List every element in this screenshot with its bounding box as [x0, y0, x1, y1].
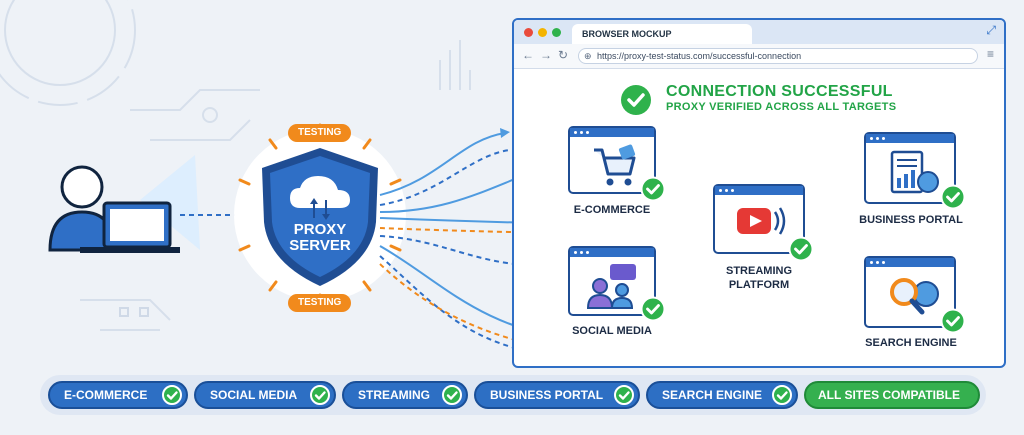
minimize-window-dot[interactable]: [538, 28, 547, 37]
business-portal-site-card: [864, 132, 956, 204]
search-engine-label: SEARCH ENGINE: [865, 337, 957, 349]
social-media-site-card: [568, 246, 656, 316]
proxy-server-shield-icon: [262, 148, 378, 286]
pill-all-sites-compatible: ALL SITES COMPATIBLE: [804, 381, 980, 409]
back-arrow-icon[interactable]: ←: [522, 48, 534, 62]
streaming-label: STREAMING PLATFORM: [699, 264, 819, 292]
proxy-label-line2: SERVER: [289, 237, 351, 254]
pill-social-media: SOCIAL MEDIA: [194, 381, 336, 409]
search-engine-site-card: [864, 256, 956, 328]
ecommerce-label: E-COMMERCE: [573, 204, 651, 216]
pill-social-media-check-icon: [310, 385, 330, 405]
pill-search-engine-label: SEARCH ENGINE: [662, 388, 763, 402]
success-check-icon: [621, 85, 651, 115]
cloud-icon: [290, 176, 350, 208]
ecommerce-check-icon: [640, 176, 666, 202]
hamburger-menu-icon[interactable]: ≡: [986, 47, 994, 61]
pill-search-engine-check-icon: [772, 385, 792, 405]
streaming-label-line2: PLATFORM: [728, 279, 790, 291]
expand-icon[interactable]: ⤢: [986, 23, 996, 37]
pill-ecommerce-label: E-COMMERCE: [64, 388, 148, 402]
globe-icon: ⊕: [584, 51, 592, 61]
streaming-check-icon: [788, 236, 814, 262]
business-report-icon: [890, 150, 939, 194]
testing-badge-top: TESTING: [288, 124, 352, 142]
browser-tab[interactable]: BROWSER MOCKUP: [572, 24, 752, 44]
pill-streaming-check-icon: [442, 385, 462, 405]
pill-search-engine: SEARCH ENGINE: [646, 381, 798, 409]
connection-status-title: CONNECTION SUCCESSFUL: [666, 83, 893, 100]
pill-streaming-label: STREAMING: [358, 388, 430, 402]
pill-ecommerce: E-COMMERCE: [48, 381, 188, 409]
browser-titlebar: BROWSER MOCKUP ⤢: [514, 20, 1004, 45]
decorative-squares: [119, 307, 149, 317]
pill-streaming: STREAMING: [342, 381, 468, 409]
business-portal-check-icon: [940, 184, 966, 210]
testing-badge-bottom: TESTING: [288, 294, 352, 312]
pill-business-portal-label: BUSINESS PORTAL: [490, 388, 604, 402]
shopping-cart-icon: [594, 144, 636, 186]
pill-business-portal-check-icon: [614, 385, 634, 405]
maximize-window-dot[interactable]: [552, 28, 561, 37]
streaming-label-line1: STREAMING: [726, 265, 792, 277]
social-media-label: SOCIAL MEDIA: [572, 325, 652, 337]
proxy-server-label: PROXY SERVER: [270, 222, 370, 254]
video-play-icon: [737, 207, 786, 235]
streaming-site-card: [713, 184, 805, 254]
pill-all-sites-label: ALL SITES COMPATIBLE: [818, 388, 961, 402]
social-chat-users-icon: [586, 264, 636, 309]
forward-arrow-icon[interactable]: →: [540, 48, 552, 62]
decorative-circuit-pattern: [0, 0, 471, 331]
social-media-check-icon: [640, 296, 666, 322]
proxy-label-line1: PROXY: [293, 221, 347, 238]
ecommerce-site-card: [568, 126, 656, 194]
search-engine-check-icon: [940, 308, 966, 334]
user-at-laptop-icon: [48, 155, 200, 253]
browser-toolbar: ← → ↻ ⊕ https://proxy-test-status.com/su…: [514, 44, 1004, 69]
url-bar[interactable]: ⊕ https://proxy-test-status.com/successf…: [578, 48, 978, 64]
pill-social-media-label: SOCIAL MEDIA: [210, 388, 298, 402]
reload-icon[interactable]: ↻: [558, 48, 569, 62]
connection-status-subtitle: PROXY VERIFIED ACROSS ALL TARGETS: [666, 101, 897, 113]
url-text: https://proxy-test-status.com/successful…: [597, 51, 802, 61]
business-portal-label: BUSINESS PORTAL: [859, 214, 963, 226]
pill-business-portal: BUSINESS PORTAL: [474, 381, 640, 409]
close-window-dot[interactable]: [524, 28, 533, 37]
magnifier-globe-icon: [890, 278, 939, 315]
pill-ecommerce-check-icon: [162, 385, 182, 405]
